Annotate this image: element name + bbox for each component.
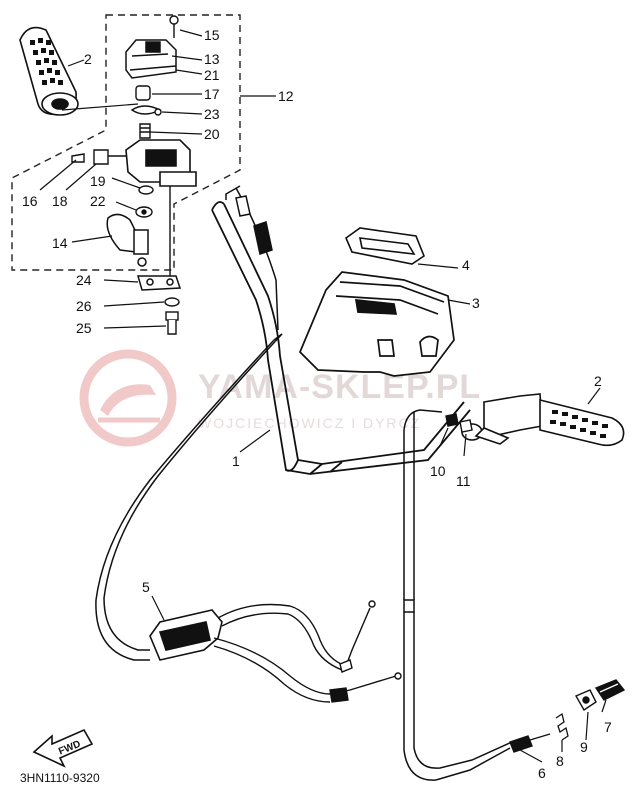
callout-10: 10 [430,463,446,479]
callout-19: 19 [90,173,106,189]
fwd-arrow-icon: FWD [32,728,94,768]
callout-7: 7 [604,719,612,735]
callout-2-left: 2 [84,51,92,67]
callout-21: 21 [204,67,220,83]
callout-18: 18 [52,193,68,209]
clamp-24 [137,275,182,291]
watermark-title: YAMA-SKLEP.PL [198,368,481,406]
callout-23: 23 [204,106,220,122]
handlebar-cover [298,271,455,377]
washers-19-22 [135,185,154,218]
right-grip [461,393,625,447]
callout-3: 3 [472,295,480,311]
cover-plate [345,227,425,265]
callout-20: 20 [204,126,220,142]
callout-26: 26 [76,298,92,314]
leader-lines [39,29,607,763]
part-9 [575,689,597,711]
part-7 [594,679,626,701]
spring-8 [555,712,569,741]
callout-4: 4 [462,257,470,273]
callout-16: 16 [22,193,38,209]
watermark-subtitle: WOJCIECHOWICZ I DYRCZ [198,415,421,431]
callout-24: 24 [76,272,92,288]
callout-labels: 2 15 13 21 17 12 23 20 19 16 18 22 14 24… [22,27,612,781]
junction-branch-cables [213,603,397,703]
switch-body [125,139,197,187]
bolt-25 [165,311,179,335]
callout-14: 14 [52,235,68,251]
small-parts-stack [130,85,162,139]
callout-8: 8 [556,753,564,769]
callout-13: 13 [204,51,220,67]
callout-11: 11 [456,473,471,489]
callout-22: 22 [90,193,106,209]
watermark-logo [79,349,177,447]
callout-12: 12 [278,88,294,104]
screws-16-18 [71,149,126,165]
watermark: YAMA-SKLEP.PL WOJCIECHOWICZ I DYRCZ [79,349,481,447]
callout-17: 17 [204,86,220,102]
cable-junction [149,609,223,661]
cable-adjuster-6 [509,733,551,753]
callout-15: 15 [204,27,220,43]
cable-ends [329,600,402,703]
washer-26 [164,297,180,307]
cable-end-top [235,195,273,255]
callout-9: 9 [580,739,588,755]
callout-2-right: 2 [594,373,602,389]
choke-knob [106,213,149,267]
screw-15 [169,15,179,38]
left-grip [19,26,79,116]
switch-assembly-dashed-box [11,14,241,271]
throttle-cable [403,409,513,781]
switch-cover [125,39,177,79]
nuts-10-11 [445,413,473,433]
callout-5: 5 [142,579,150,595]
callout-25: 25 [76,320,92,336]
callout-6: 6 [538,765,546,781]
diagram-code: 3HN1110-9320 [20,771,100,785]
callout-1: 1 [232,453,240,469]
